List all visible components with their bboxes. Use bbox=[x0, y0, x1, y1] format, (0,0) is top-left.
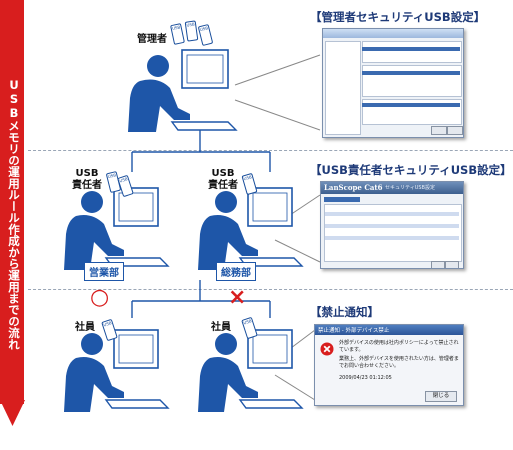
manager-cancel-button[interactable] bbox=[445, 261, 459, 268]
admin-selected-row bbox=[362, 103, 460, 107]
notice-message-2: 業務上、外部デバイスを使用されたい方は、管理者までお問い合わせください。 bbox=[339, 356, 459, 369]
notice-window: 禁止通知 - 外部デバイス禁止 外部デバイスの使用は社内ポリシーによって禁止され… bbox=[314, 324, 464, 406]
dept-badge-sales: 営業部 bbox=[84, 262, 124, 281]
ng-mark: × bbox=[228, 285, 247, 310]
admin-person-illustration bbox=[128, 49, 238, 132]
general-manager-label-line2: 責任者 bbox=[208, 180, 238, 191]
flow-label: USBメモリの運用ルール作成から運用までの流れ bbox=[7, 78, 21, 350]
manager-list-row[interactable] bbox=[325, 224, 459, 228]
admin-top-pane bbox=[362, 41, 462, 63]
employee-ng-label: 社員 bbox=[211, 322, 231, 333]
section-divider-1 bbox=[28, 150, 513, 151]
admin-selected-row bbox=[362, 47, 460, 51]
notice-timestamp: 2009/04/23 01:12:05 bbox=[339, 375, 392, 381]
notice-titlebar bbox=[315, 325, 463, 335]
sales-manager-label-line1: USB bbox=[75, 168, 99, 179]
admin-tree-pane bbox=[325, 41, 361, 135]
manager-window-title: セキュリティUSB設定 bbox=[385, 185, 435, 191]
flow-arrow-bar bbox=[0, 0, 24, 404]
notice-section-title: 【禁止通知】 bbox=[310, 305, 379, 319]
admin-section-title: 【管理者セキュリティUSB設定】 bbox=[310, 10, 486, 24]
sales-manager-illustration bbox=[64, 187, 170, 270]
ok-mark: ○ bbox=[90, 285, 110, 310]
manager-list-row[interactable] bbox=[325, 212, 459, 216]
notice-window-title: 禁止通知 - 外部デバイス禁止 bbox=[318, 328, 390, 334]
manager-window-logo: LanScope Cat6 bbox=[324, 183, 383, 192]
employee-ok-label: 社員 bbox=[75, 322, 95, 333]
error-icon bbox=[320, 342, 334, 356]
admin-settings-window bbox=[322, 28, 464, 138]
manager-list-row[interactable] bbox=[325, 236, 459, 240]
admin-window-titlebar bbox=[323, 29, 463, 38]
notice-close-button[interactable]: 閉じる bbox=[425, 391, 457, 402]
manager-tab-bar bbox=[324, 197, 360, 202]
manager-section-title: 【USB責任者セキュリティUSB設定】 bbox=[310, 163, 512, 177]
dept-badge-general: 総務部 bbox=[216, 262, 256, 281]
sales-manager-label-line2: 責任者 bbox=[72, 180, 102, 191]
flow-arrow-head bbox=[0, 400, 25, 426]
admin-label: 管理者 bbox=[137, 34, 167, 45]
admin-selected-row bbox=[362, 71, 460, 75]
general-manager-label-line1: USB bbox=[211, 168, 235, 179]
manager-settings-window: LanScope Cat6 セキュリティUSB設定 bbox=[320, 181, 464, 269]
admin-ok-button[interactable] bbox=[431, 126, 447, 135]
notice-message-1: 外部デバイスの使用は社内ポリシーによって禁止されています。 bbox=[339, 340, 459, 353]
manager-window-header bbox=[321, 182, 463, 194]
admin-cancel-button[interactable] bbox=[447, 126, 463, 135]
employee-ok-illustration bbox=[64, 329, 170, 412]
manager-ok-button[interactable] bbox=[431, 261, 445, 268]
section-divider-2 bbox=[28, 289, 513, 290]
admin-mid-pane bbox=[362, 65, 462, 97]
